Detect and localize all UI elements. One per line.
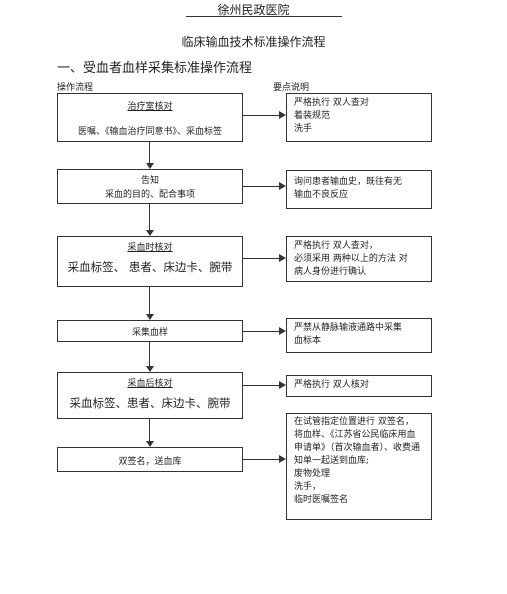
flow-box-detail: 采血标签、患者、床边卡、腕带 <box>69 396 231 410</box>
note-line: 洗手， <box>294 482 322 492</box>
flow-box-title: 采集血样 <box>131 328 168 338</box>
note-box-inform: 询问患者输血史，既往有无 输血不良反应 <box>286 170 432 209</box>
flow-box-detail: 医嘱、《输血治疗同意书》、采血标签 <box>77 127 222 137</box>
note-line: 严格执行 双人查对 <box>294 98 369 108</box>
flow-box-collection-check: 采血时核对 采血标签、 患者、床边卡、腕带 <box>57 236 243 287</box>
flow-box-sign-send: 双签名，送血库 <box>57 447 243 472</box>
arrow-right-icon <box>279 381 286 389</box>
arrow-down-icon <box>146 314 154 320</box>
flow-box-title: 采血后核对 <box>127 379 173 389</box>
flow-box-title: 治疗室核对 <box>127 102 173 112</box>
connector-line <box>243 385 279 386</box>
note-line: 着装规范 <box>294 111 331 121</box>
flow-box-detail: 采血标签、 患者、床边卡、腕带 <box>67 260 233 274</box>
document-title: 临床输血技术标准操作流程 <box>181 35 326 49</box>
note-box-ward-check: 严格执行 双人查对 着装规范 洗手 <box>286 93 432 142</box>
connector-line <box>149 204 150 230</box>
note-line: 输血不良反应 <box>294 190 349 200</box>
connector-line <box>149 419 150 441</box>
connector-line <box>149 342 150 366</box>
note-box-post-collection-check: 严格执行 双人核对 <box>286 375 432 397</box>
flow-box-collect-sample: 采集血样 <box>57 320 243 342</box>
section-title: 一、受血者血样采集标准操作流程 <box>57 61 253 76</box>
note-line: 废物处理 <box>294 469 331 479</box>
flow-box-inform: 告知 采血的目的、配合事项 <box>57 169 243 204</box>
note-box-collection-check: 严格执行 双人查对， 必须采用 两种以上的方法 对 病人身份进行确认 <box>286 236 432 282</box>
header-rule <box>186 16 342 17</box>
note-line: 必须采用 两种以上的方法 对 <box>294 254 408 264</box>
note-line: 临时医嘱签名 <box>294 495 349 505</box>
connector-line <box>149 287 150 314</box>
arrow-down-icon <box>146 230 154 236</box>
note-line: 血标本 <box>294 336 322 346</box>
note-line: 知单一起送到血库; <box>294 456 370 466</box>
hospital-name: 徐州民政医院 <box>217 3 290 17</box>
arrow-down-icon <box>146 163 154 169</box>
arrow-right-icon <box>279 327 286 335</box>
connector-line <box>243 115 279 116</box>
flow-box-title: 双签名，送血库 <box>118 457 182 467</box>
note-line: 在试管指定位置进行 双签名， <box>294 417 414 427</box>
connector-line <box>243 186 279 187</box>
column-header-notes: 要点说明 <box>273 83 310 93</box>
arrow-down-icon <box>146 366 154 372</box>
note-line: 严禁从静脉输液通路中采集 <box>294 323 403 333</box>
flow-box-ward-check: 治疗室核对 医嘱、《输血治疗同意书》、采血标签 <box>57 93 243 142</box>
arrow-right-icon <box>279 111 286 119</box>
connector-line <box>243 459 279 460</box>
note-line: 严格执行 双人查对， <box>294 241 378 251</box>
arrow-right-icon <box>279 254 286 262</box>
connector-line <box>243 331 279 332</box>
connector-line <box>243 258 279 259</box>
note-line: 询问患者输血史，既往有无 <box>294 177 403 187</box>
flow-box-post-collection-check: 采血后核对 采血标签、患者、床边卡、腕带 <box>57 372 243 419</box>
note-line: 严格执行 双人核对 <box>294 380 369 390</box>
arrow-right-icon <box>279 455 286 463</box>
note-line: 病人身份进行确认 <box>294 267 367 277</box>
arrow-right-icon <box>279 182 286 190</box>
note-line: 将血样、《江苏省公民临床用血 <box>294 430 416 440</box>
flow-box-title: 告知 <box>140 176 159 186</box>
note-line: 申请单》（首次输血者）、收费通 <box>294 443 421 453</box>
flow-box-detail: 采血的目的、配合事项 <box>104 190 195 200</box>
arrow-down-icon <box>146 441 154 447</box>
note-box-collect-sample: 严禁从静脉输液通路中采集 血标本 <box>286 318 432 353</box>
note-line: 洗手 <box>294 124 313 134</box>
column-header-flow: 操作流程 <box>57 83 94 93</box>
flow-box-title: 采血时核对 <box>127 243 173 253</box>
note-box-sign-send: 在试管指定位置进行 双签名， 将血样、《江苏省公民临床用血 申请单》（首次输血者… <box>286 413 432 520</box>
connector-line <box>149 142 150 163</box>
